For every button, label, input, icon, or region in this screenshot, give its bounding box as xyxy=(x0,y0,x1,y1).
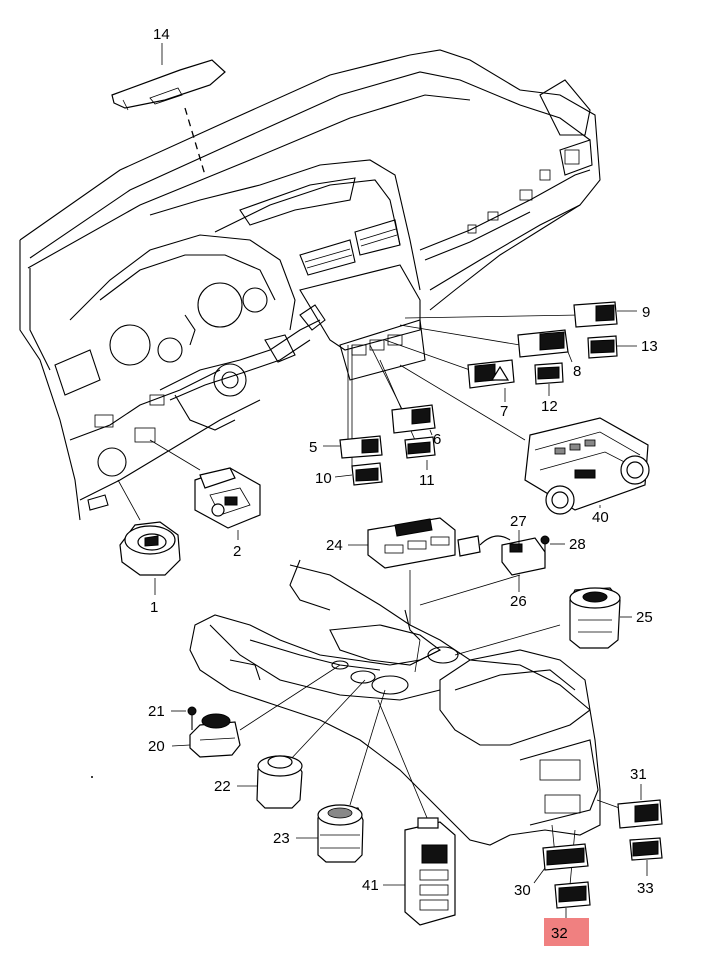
part-8-switch[interactable] xyxy=(517,329,569,358)
label-32[interactable]: 32 xyxy=(551,925,568,942)
part-9-switch[interactable] xyxy=(573,301,618,328)
part-30-switch[interactable] xyxy=(542,843,589,871)
label-41[interactable]: 41 xyxy=(362,877,379,894)
label-8[interactable]: 8 xyxy=(573,363,581,380)
part-40-climate-control[interactable] xyxy=(524,417,650,515)
label-10[interactable]: 10 xyxy=(315,470,332,487)
part-41-switch-panel[interactable] xyxy=(404,817,456,926)
label-25[interactable]: 25 xyxy=(636,609,653,626)
part-2-switch-module[interactable] xyxy=(194,467,261,529)
label-14[interactable]: 14 xyxy=(153,26,170,43)
part-6-switch[interactable] xyxy=(391,404,436,434)
console-leader-lines xyxy=(239,570,626,886)
label-24[interactable]: 24 xyxy=(326,537,343,554)
label-23[interactable]: 23 xyxy=(273,830,290,847)
label-2[interactable]: 2 xyxy=(233,543,241,560)
part-11-switch[interactable] xyxy=(404,436,436,459)
part-10-switch[interactable] xyxy=(351,462,383,486)
part-23-rotary-switch[interactable] xyxy=(317,804,364,863)
part-12-switch[interactable] xyxy=(534,362,564,385)
part-25-rotary-switch[interactable] xyxy=(569,587,621,649)
label-1[interactable]: 1 xyxy=(150,599,158,616)
dashboard-leader-lines xyxy=(117,107,581,521)
part-20-switch[interactable] xyxy=(189,713,241,758)
label-27[interactable]: 27 xyxy=(510,513,527,530)
part-22-rotary-switch[interactable] xyxy=(256,755,303,809)
label-30[interactable]: 30 xyxy=(514,882,531,899)
part-31-switch[interactable] xyxy=(617,799,663,829)
label-28[interactable]: 28 xyxy=(569,536,586,553)
part-number-labels: 14 1 2 5 6 7 8 9 10 11 12 13 40 24 27 28… xyxy=(148,26,658,942)
part-32-highlight-box xyxy=(544,918,589,946)
label-12[interactable]: 12 xyxy=(541,398,558,415)
part-32-switch[interactable] xyxy=(554,881,591,909)
label-40[interactable]: 40 xyxy=(592,509,609,526)
part-28-screw[interactable] xyxy=(540,535,550,560)
part-13-switch[interactable] xyxy=(587,335,618,359)
label-21[interactable]: 21 xyxy=(148,703,165,720)
part-26-sensor-wire[interactable] xyxy=(457,535,546,576)
dashboard-drawing xyxy=(19,49,601,521)
label-5[interactable]: 5 xyxy=(309,439,317,456)
label-7[interactable]: 7 xyxy=(500,403,508,420)
callout-lines xyxy=(154,43,648,920)
label-20[interactable]: 20 xyxy=(148,738,165,755)
label-22[interactable]: 22 xyxy=(214,778,231,795)
center-console-drawing xyxy=(189,559,601,846)
part-7-hazard-switch[interactable] xyxy=(467,359,515,389)
label-26[interactable]: 26 xyxy=(510,593,527,610)
label-11[interactable]: 11 xyxy=(419,472,435,489)
part-21-screw[interactable] xyxy=(187,706,197,730)
label-9[interactable]: 9 xyxy=(642,304,650,321)
part-14-trim-cover[interactable] xyxy=(111,59,226,111)
part-33-switch[interactable] xyxy=(629,837,663,861)
label-31[interactable]: 31 xyxy=(630,766,647,783)
part-5-switch[interactable] xyxy=(339,435,383,459)
label-13[interactable]: 13 xyxy=(641,338,658,355)
part-1-light-switch[interactable] xyxy=(119,521,181,576)
label-6[interactable]: 6 xyxy=(433,431,441,448)
stray-mark xyxy=(91,776,93,778)
part-24-window-switch[interactable] xyxy=(367,517,456,569)
label-33[interactable]: 33 xyxy=(637,880,654,897)
